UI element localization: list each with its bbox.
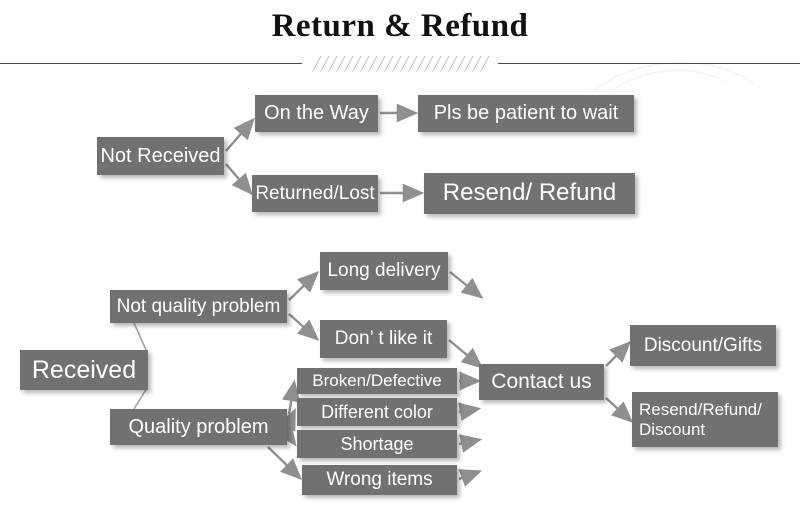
arrow-not-quality-to-dont-like-it: [288, 313, 320, 341]
node-returned-lost[interactable]: Returned/Lost: [252, 175, 378, 212]
arrow-shortage-to-contact-us: [458, 434, 483, 453]
arrow-long-delivery-to-contact-us: [449, 271, 484, 299]
arrow-wrong-items-to-contact-us: [458, 469, 483, 487]
node-dont-like-it[interactable]: Don’ t like it: [320, 320, 447, 358]
node-not-quality-problem[interactable]: Not quality problem: [110, 290, 287, 323]
arrow-dont-like-it-to-contact-us: [448, 339, 484, 369]
node-wrong-items[interactable]: Wrong items: [302, 465, 457, 495]
arrow-not-received-to-returned-lost: [225, 163, 253, 196]
divider-hatch-marks: [312, 56, 490, 72]
arrow-quality-to-wrong-items: [267, 446, 303, 481]
divider-rule-right: [498, 63, 800, 64]
node-shortage[interactable]: Shortage: [297, 430, 457, 458]
node-discount-gifts[interactable]: Discount/Gifts: [630, 325, 776, 366]
node-not-received[interactable]: Not Received: [97, 137, 224, 175]
connector-received-to-quality: [133, 387, 148, 410]
arrow-not-quality-to-long-delivery: [288, 271, 320, 301]
node-pls-be-patient-to-wait[interactable]: Pls be patient to wait: [418, 95, 634, 132]
connector-received-to-not-quality: [133, 322, 148, 353]
arrow-different-color-to-contact-us: [458, 402, 482, 422]
node-broken-defective[interactable]: Broken/Defective: [297, 368, 457, 394]
node-received[interactable]: Received: [20, 350, 148, 390]
arrow-not-received-to-on-the-way: [225, 117, 255, 152]
node-resend-refund-discount[interactable]: Resend/Refund/ Discount: [632, 392, 778, 447]
arrow-contact-us-to-resend-refund-discount: [605, 397, 634, 423]
node-resend-refund[interactable]: Resend/ Refund: [424, 173, 635, 214]
node-contact-us[interactable]: Contact us: [479, 364, 604, 400]
page-title: Return & Refund: [271, 8, 529, 44]
arrow-quality-to-shortage: [276, 423, 297, 447]
node-long-delivery[interactable]: Long delivery: [320, 252, 448, 290]
node-different-color[interactable]: Different color: [297, 398, 457, 426]
divider-rule-left: [0, 63, 302, 64]
node-on-the-way[interactable]: On the Way: [255, 95, 378, 132]
title-divider: [0, 56, 800, 72]
node-quality-problem[interactable]: Quality problem: [110, 409, 287, 445]
arrow-quality-to-different-color: [278, 408, 296, 432]
hatch-mark: [480, 56, 490, 72]
arrow-contact-us-to-discount-gifts: [605, 340, 632, 367]
arrow-quality-to-broken: [281, 379, 301, 415]
